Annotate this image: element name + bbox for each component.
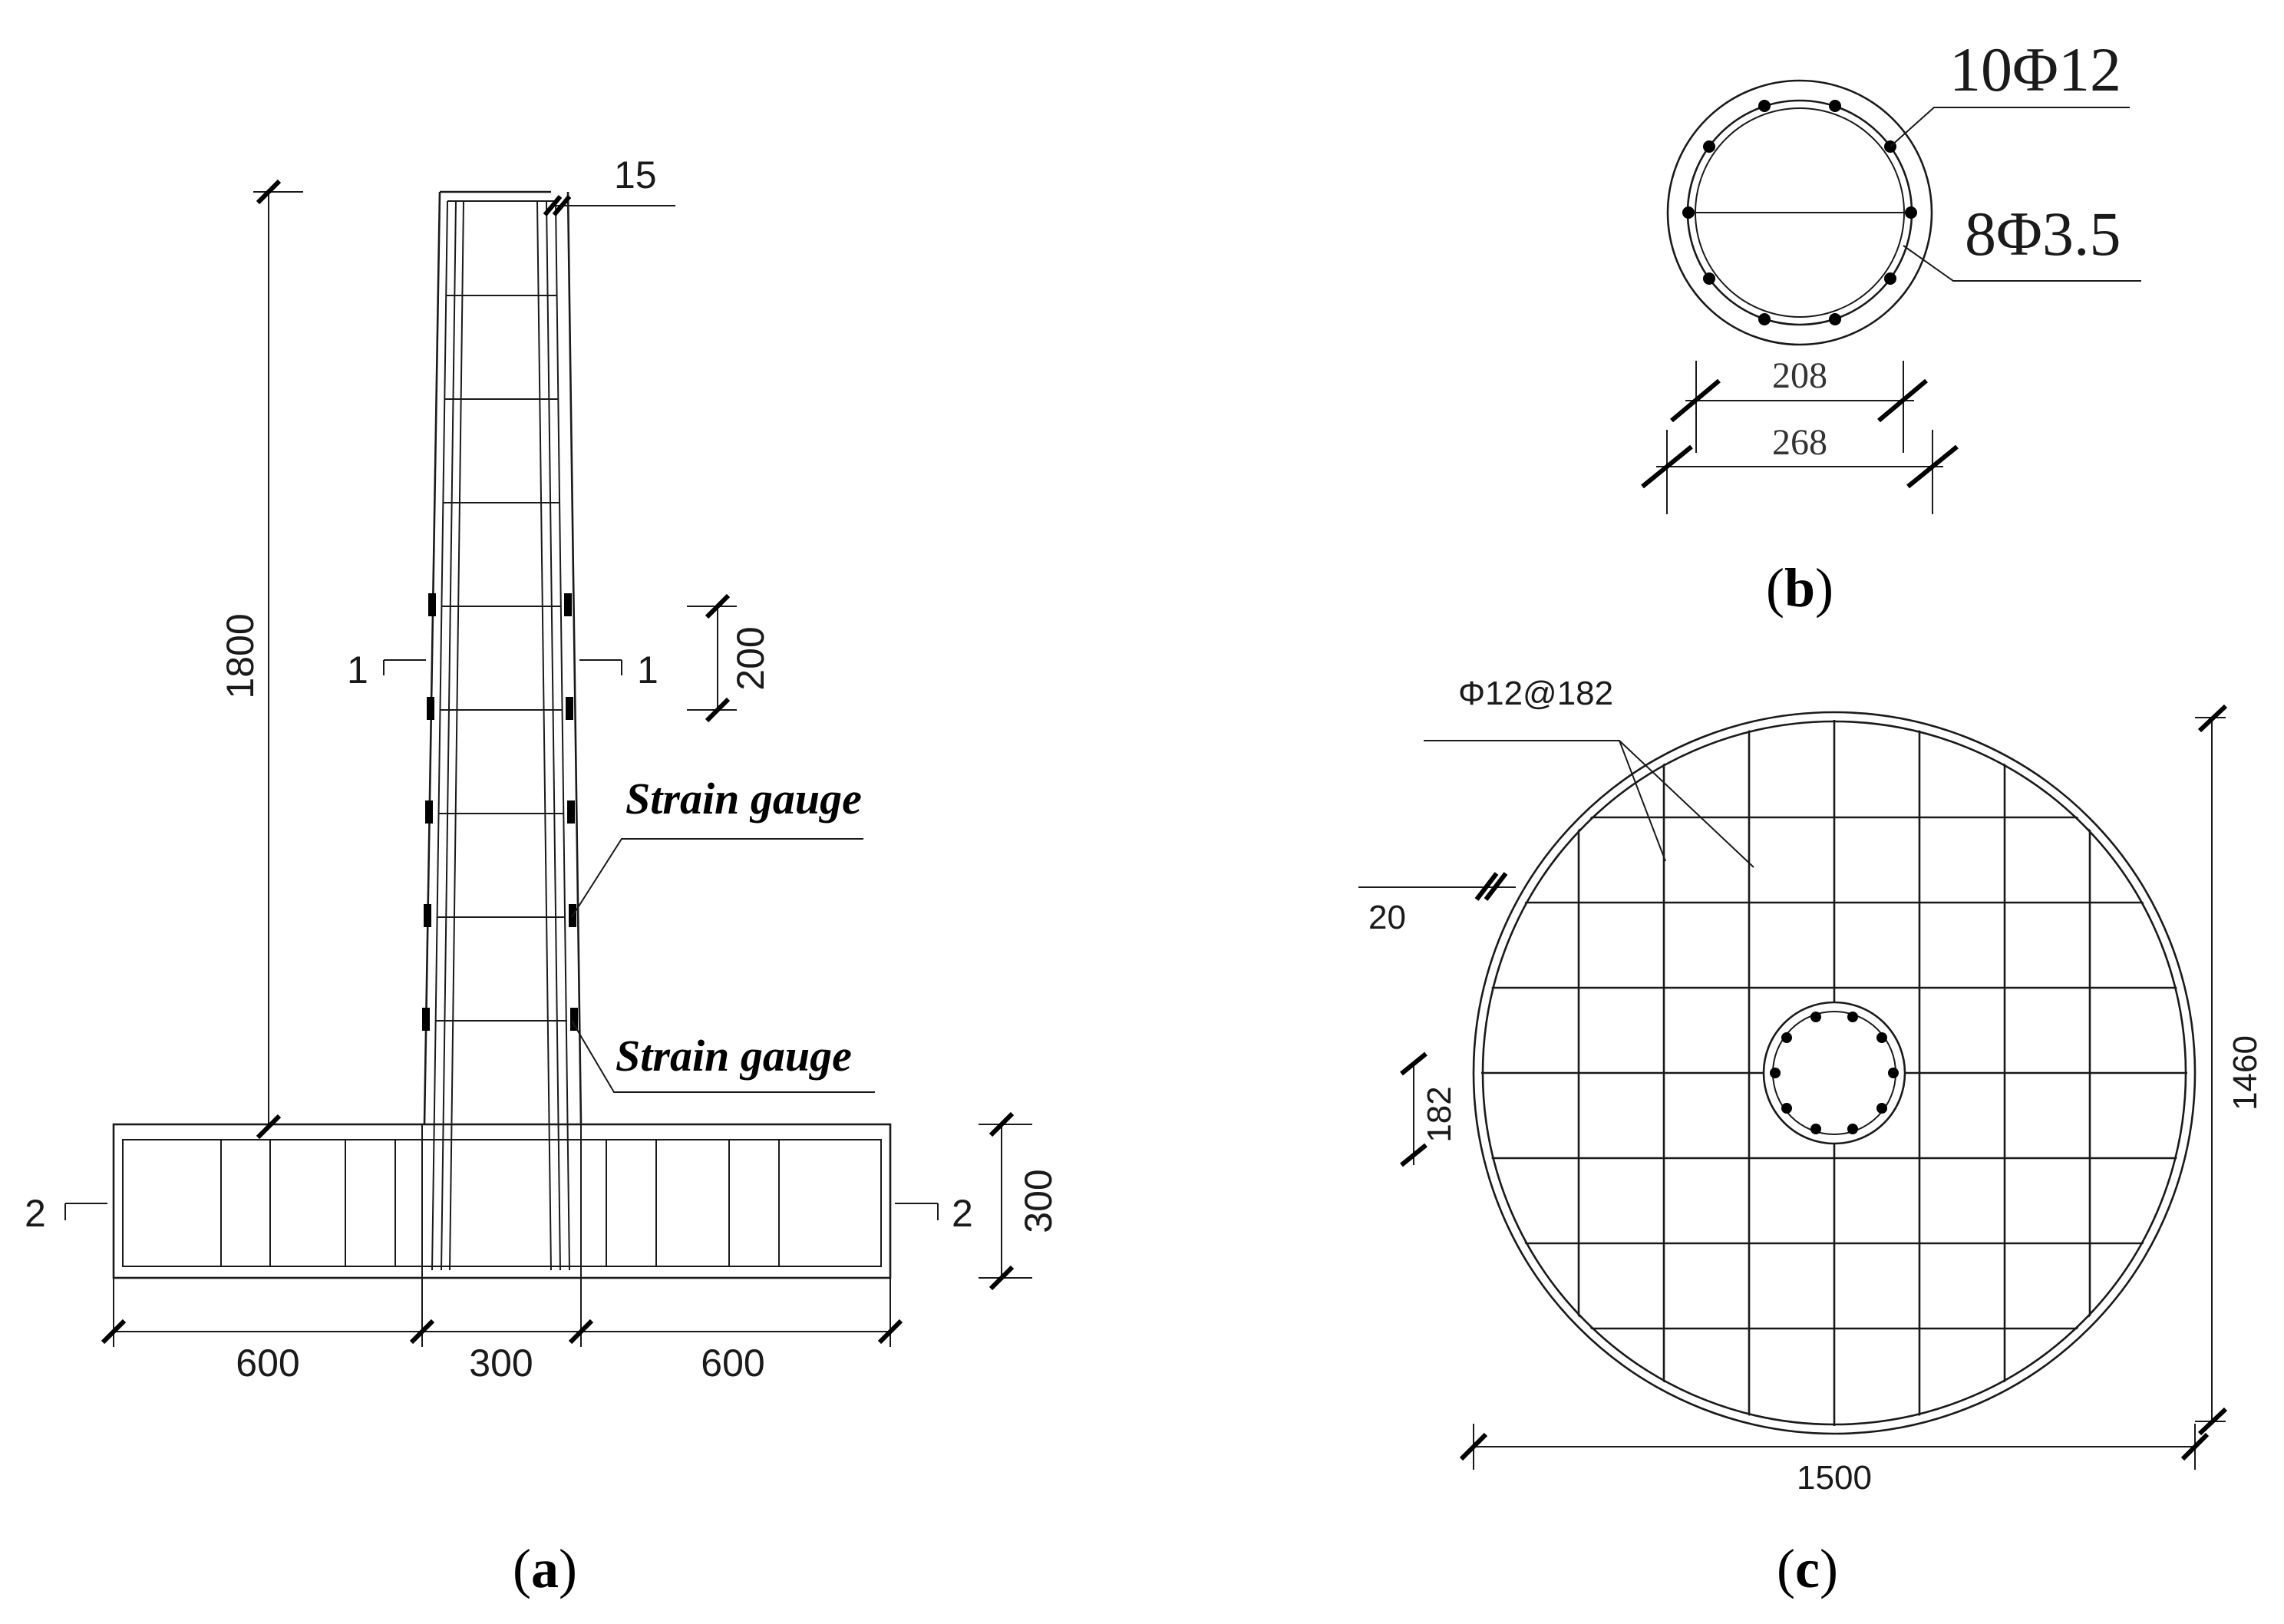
dim-top-cover: 15	[614, 153, 657, 196]
dim-tick	[1906, 444, 1959, 489]
dim-cover: 20	[1368, 899, 1406, 936]
panel-c-plan: Φ12@182 20 182 1460 1500 (c)	[1358, 675, 2264, 1599]
section-2-left: 2	[25, 1192, 46, 1235]
dim-tick	[2197, 1407, 2228, 1436]
dim-plan-height: 1460	[2226, 1035, 2264, 1111]
dim-tick	[1670, 378, 1721, 423]
strain-gauge-leader-lower	[571, 1020, 875, 1093]
caption-b: (b)	[1766, 557, 1833, 619]
dim-left: 600	[236, 1342, 299, 1385]
strain-gauge-label-upper: Strain gauge	[625, 774, 862, 824]
mesh-leader	[1424, 740, 1754, 868]
caption-c: (c)	[1777, 1538, 1838, 1599]
column-rebar-dots	[1770, 1012, 1899, 1134]
dim-tick	[877, 1319, 903, 1345]
top-cover-tick	[543, 195, 563, 216]
dim-tick	[256, 1114, 282, 1140]
footing-cage	[122, 1139, 882, 1267]
section-1-left: 1	[347, 649, 368, 692]
mesh-label: Φ12@182	[1458, 675, 1613, 712]
dim-ext	[1695, 361, 1904, 453]
dim-tick	[568, 1319, 594, 1345]
stirrup-label: 8Φ3.5	[1965, 199, 2121, 269]
dim-inner: 208	[1772, 355, 1827, 396]
dim-ext	[113, 1278, 891, 1347]
column-longitudinal-bars	[431, 200, 570, 1271]
longitudinal-rebar-label: 10Φ12	[1949, 35, 2121, 104]
dim-tick	[1474, 872, 1499, 901]
dim-tick	[705, 697, 731, 723]
section-2-right-mark	[895, 1203, 939, 1220]
section-1-left-mark	[383, 659, 426, 675]
dim-tick	[1877, 378, 1928, 423]
dim-mid: 300	[469, 1342, 533, 1385]
dim-spacing: 182	[1421, 1086, 1458, 1142]
section-2-left-mark	[64, 1203, 107, 1220]
dim-tick	[1400, 1143, 1428, 1167]
stirrup-leader	[1903, 245, 2141, 282]
dim-right: 600	[701, 1342, 764, 1385]
dim-tick	[101, 1319, 127, 1345]
section-2-right: 2	[952, 1192, 973, 1235]
caption-a: (a)	[513, 1538, 577, 1599]
section-1-right: 1	[637, 649, 658, 692]
section-1-right-mark	[579, 659, 622, 675]
footing-stirrups	[220, 1140, 780, 1266]
dim-outer: 268	[1772, 422, 1827, 463]
dim-tick	[989, 1111, 1015, 1137]
panel-b-section: 10Φ12 8Φ3.5 208 268 (b)	[1641, 35, 2141, 619]
section-outer-circle	[1666, 79, 1933, 346]
top-cover-tick	[552, 195, 572, 216]
dim-tick	[256, 179, 282, 205]
strain-gauge-leader-upper	[571, 838, 863, 918]
dim-plan-width: 1500	[1797, 1459, 1872, 1497]
strain-gauge-label-lower: Strain gauge	[616, 1031, 852, 1081]
dim-ext	[2195, 717, 2226, 1422]
column-outline	[423, 190, 583, 1125]
dim-ext	[1666, 430, 1933, 514]
dim-height: 1800	[219, 613, 262, 698]
dim-tick	[2180, 1432, 2210, 1461]
dim-spacing: 200	[729, 626, 772, 690]
column-stirrups	[436, 200, 567, 1022]
panel-a-elevation: 15 1800 1 1 200 Strain gauge Strain gaug…	[25, 153, 1060, 1599]
dim-tick	[2197, 704, 2228, 733]
dim-tick	[409, 1319, 435, 1345]
rebar-leader	[1890, 107, 2130, 147]
footing-outline	[112, 1123, 892, 1279]
dim-tick	[1641, 444, 1693, 489]
dim-tick	[1459, 1432, 1488, 1461]
dim-tick	[1400, 1051, 1428, 1076]
dim-tick	[705, 593, 731, 619]
footing-plan-outer-circle	[1472, 711, 2197, 1435]
dim-tick	[989, 1265, 1015, 1291]
column-footprint-outer	[1762, 1001, 1906, 1145]
dim-base-height: 300	[1017, 1169, 1060, 1233]
dim-tick	[1484, 872, 1508, 901]
